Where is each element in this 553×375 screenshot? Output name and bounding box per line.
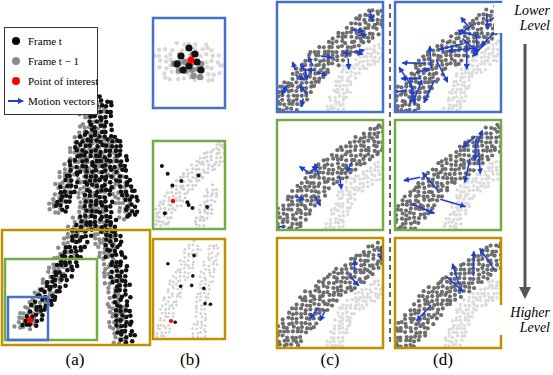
legend: Frame t Frame t − 1 Point of interestMotio… [4,27,98,115]
divider [389,4,391,346]
legend-swatch [7,55,25,67]
legend-entry: Point of interest [7,71,95,91]
legend-text: Point of interest [28,75,98,87]
legend-swatch [7,35,25,47]
legend-entry: Motion vectors [7,91,95,111]
level-label: Higher Level [494,305,550,335]
legend-swatch [7,95,25,107]
legend-swatch [7,75,25,87]
legend-entry: Frame t − 1 [7,51,95,71]
human-point-cloud [12,94,140,346]
legend-text: Frame t [28,35,62,47]
scale-boxes [2,230,150,345]
panel-label: (d) [433,350,453,370]
legend-dot [12,37,20,45]
legend-entry: Frame t [7,31,95,51]
legend-dot [12,77,20,85]
legend-dot [12,57,20,65]
panel-label: (b) [180,350,200,370]
legend-text: Motion vectors [28,95,95,107]
level-arrow [524,44,527,296]
neighborhood-panels [150,18,230,343]
panel-label: (c) [321,350,340,370]
motion-panels-c [269,2,390,360]
legend-text: Frame t − 1 [28,55,79,67]
level-label: Lower Level [494,3,550,33]
panel-label: (a) [66,350,85,370]
